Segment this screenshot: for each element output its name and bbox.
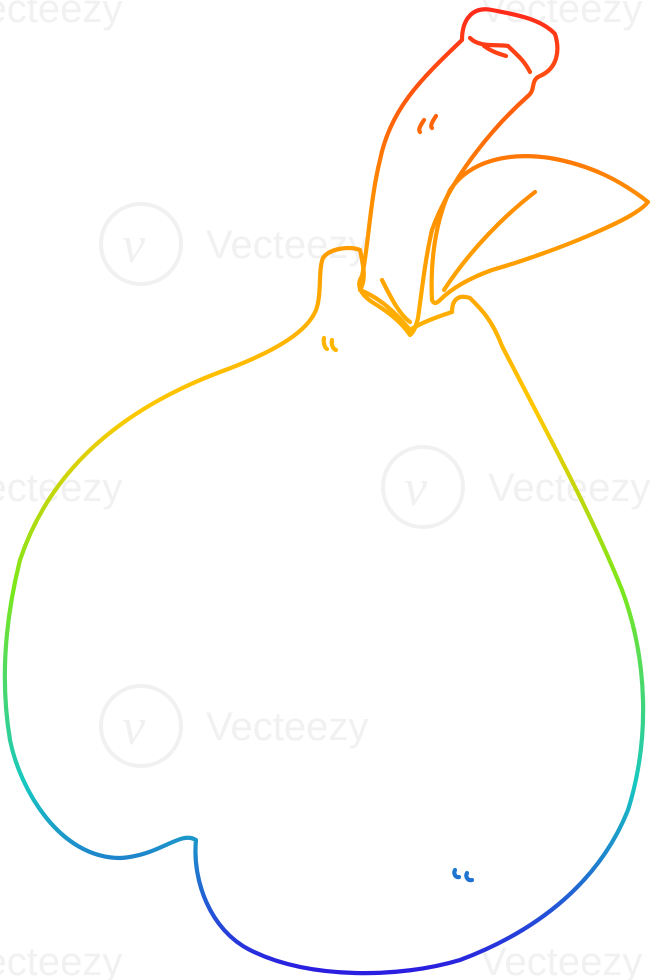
- pear-illustration: [2, 7, 651, 976]
- stem-cut-detail: [467, 35, 533, 75]
- watermark-text: Vecteezy: [206, 705, 368, 749]
- watermark-logo-glyph: v: [404, 460, 428, 517]
- watermark-top-right: Vecteezy: [480, 0, 642, 31]
- pear-stem-outline: [357, 7, 560, 338]
- watermark-top-left: Vecteezy: [0, 0, 122, 31]
- watermark-logo-icon: [99, 202, 183, 286]
- pear-highlight-upper: [321, 335, 339, 353]
- watermark-logo-glyph: v: [122, 699, 146, 756]
- watermark-text: Vecteezy: [0, 0, 122, 31]
- watermark-upper: v Vecteezy: [99, 202, 368, 286]
- watermark-text: Vecteezy: [0, 466, 122, 510]
- watermark-text: Vecteezy: [0, 940, 122, 980]
- watermark-middle: v Vecteezy Vecteezy: [0, 445, 650, 529]
- watermark-logo-icon: [99, 684, 183, 768]
- watermark-lower: v Vecteezy: [99, 684, 368, 768]
- watermark-text: Vecteezy: [480, 0, 642, 31]
- leaf-vein: [441, 189, 538, 293]
- watermark-text: Vecteezy: [480, 940, 642, 980]
- watermark-text: Vecteezy: [206, 223, 368, 267]
- watermark-logo-glyph: v: [122, 217, 146, 274]
- stem-inner-line: [379, 277, 413, 325]
- pear-body-outline: [2, 246, 646, 976]
- watermark-logo-icon: [381, 445, 465, 529]
- watermark-bottom: Vecteezy Vecteezy: [0, 940, 642, 980]
- leaf-outline: [429, 154, 651, 306]
- pear-highlight-lower: [452, 867, 475, 883]
- stem-marks: [417, 113, 439, 135]
